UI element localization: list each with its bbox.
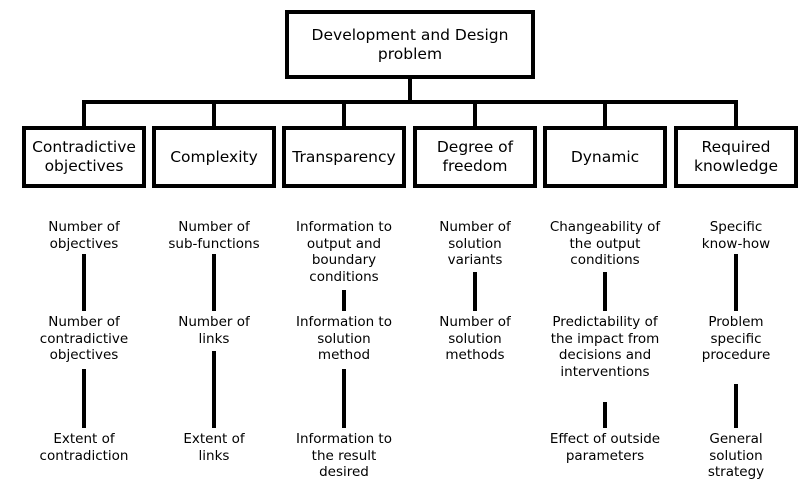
criterion-item: Changeability of the output conditions — [549, 219, 661, 268]
item-connector — [212, 351, 216, 428]
item-connector — [342, 369, 346, 428]
criterion-item: Number of solution variants — [439, 219, 511, 268]
item-connector — [603, 402, 607, 428]
criterion-item: Problem specific procedure — [701, 314, 771, 363]
item-connector — [603, 272, 607, 311]
category-node-complexity: Complexity — [152, 126, 276, 188]
item-connector — [342, 290, 346, 311]
root-connector — [408, 79, 412, 102]
criterion-item: Information to the result desired — [296, 431, 392, 480]
category-node-degree-of-freedom: Degree of freedom — [413, 126, 537, 188]
category-node-contradictive-objectives: Contradictive objectives — [22, 126, 146, 188]
criterion-item: Specific know-how — [701, 219, 771, 252]
item-connector — [473, 272, 477, 311]
category-connector — [603, 100, 607, 127]
criterion-item: Predictability of the impact from decisi… — [550, 314, 660, 380]
criterion-item: Number of contradictive objectives — [39, 314, 129, 363]
item-connector — [212, 254, 216, 311]
criterion-item: Number of links — [178, 314, 250, 347]
category-connector — [212, 100, 216, 127]
root-node: Development and Design problem — [285, 10, 535, 79]
category-connector — [734, 100, 738, 127]
item-connector — [734, 384, 738, 428]
category-node-dynamic: Dynamic — [543, 126, 667, 188]
category-bus-line — [84, 100, 737, 104]
category-connector — [473, 100, 477, 127]
criterion-item: Number of sub-functions — [168, 219, 260, 252]
item-connector — [82, 369, 86, 428]
category-connector — [342, 100, 346, 127]
category-connector — [82, 100, 86, 127]
category-node-required-knowledge: Required knowledge — [674, 126, 798, 188]
item-connector — [734, 254, 738, 311]
criterion-item: Information to solution method — [296, 314, 392, 363]
criterion-item: Extent of contradiction — [39, 431, 129, 464]
category-node-transparency: Transparency — [282, 126, 406, 188]
criterion-item: Information to output and boundary condi… — [296, 219, 392, 285]
criterion-item: Number of solution methods — [439, 314, 511, 363]
criterion-item: General solution strategy — [707, 431, 765, 480]
item-connector — [82, 254, 86, 311]
criterion-item: Number of objectives — [48, 219, 120, 252]
criterion-item: Extent of links — [183, 431, 245, 464]
criterion-item: Effect of outside parameters — [549, 431, 661, 464]
